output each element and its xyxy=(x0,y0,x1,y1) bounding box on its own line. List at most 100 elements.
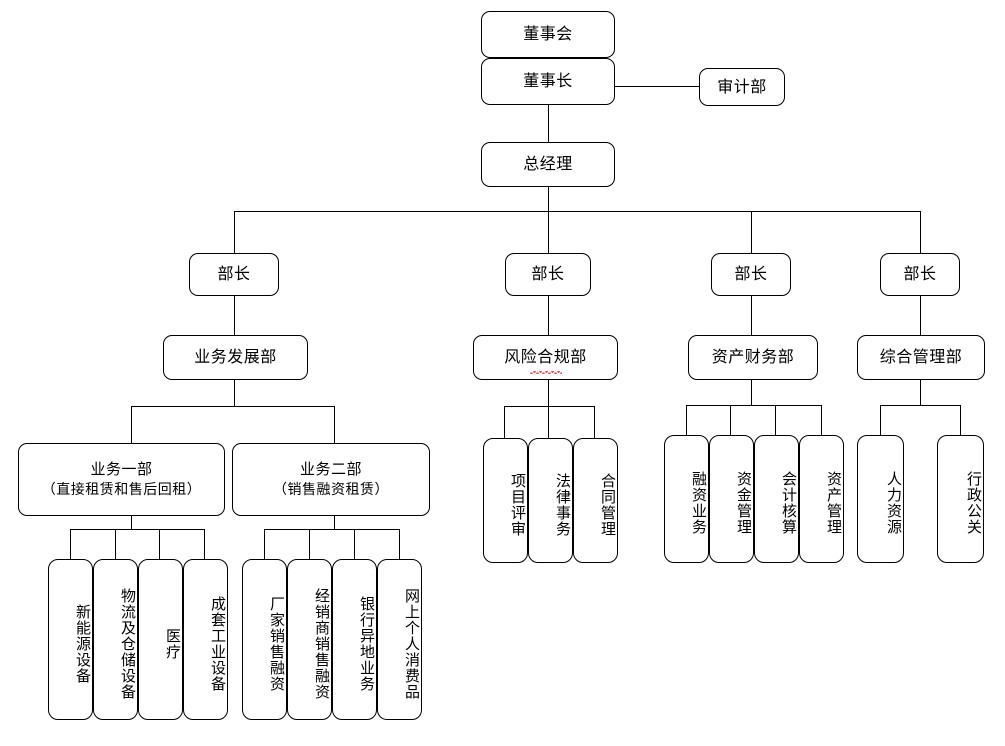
connector-bus-to-fc3 xyxy=(775,405,776,435)
connector-head3-to-dept xyxy=(751,296,752,335)
connector-bus-to-biz-unit-1 xyxy=(131,406,132,443)
node-leaf-manufacturer-sales-financing[interactable]: 厂家销售融资 xyxy=(242,559,287,720)
node-label: 人力资源 xyxy=(885,471,903,535)
connector-head4-to-dept xyxy=(920,296,921,335)
connector-bus-to-b2c2 xyxy=(309,529,310,559)
node-label: 医疗 xyxy=(164,627,182,660)
node-label: 资金管理 xyxy=(735,471,753,535)
node-leaf-legal-affairs[interactable]: 法律事务 xyxy=(528,438,573,563)
node-department-business-development[interactable]: 业务发展部 xyxy=(163,335,308,380)
connector-bus-to-b1c1 xyxy=(70,529,71,559)
connector-gm-to-bus xyxy=(548,187,549,211)
node-leaf-dealer-sales-financing[interactable]: 经销商销售融资 xyxy=(287,559,332,720)
bus-biz-unit-2-children xyxy=(264,529,399,530)
node-label: 总经理 xyxy=(523,154,573,174)
connector-finance-down xyxy=(751,380,752,405)
connector-bus-to-b1c3 xyxy=(159,529,160,559)
node-department-asset-finance[interactable]: 资产财务部 xyxy=(688,335,818,380)
spellcheck-underline xyxy=(530,371,562,374)
node-head-general[interactable]: 部长 xyxy=(880,253,960,296)
connector-general-down xyxy=(920,380,921,405)
node-leaf-accounting[interactable]: 会计核算 xyxy=(754,435,799,563)
node-leaf-project-review[interactable]: 项目评审 xyxy=(483,438,528,563)
main-bus-line xyxy=(234,211,920,212)
connector-bus-to-biz-unit-2 xyxy=(334,406,335,443)
node-label: 网上个人消费品 xyxy=(403,587,421,700)
node-label: 成套工业设备 xyxy=(209,595,227,692)
node-label: 董事会 xyxy=(523,24,573,44)
node-label: 业务二部 xyxy=(299,459,362,478)
connector-bus-to-b1c2 xyxy=(115,529,116,559)
connector-bus-to-head-2 xyxy=(548,211,549,253)
bus-finance-children xyxy=(686,405,821,406)
node-leaf-medical[interactable]: 医疗 xyxy=(138,559,183,720)
node-label: 会计核算 xyxy=(780,471,798,535)
node-label: 审计部 xyxy=(717,76,767,96)
node-leaf-contract-management[interactable]: 合同管理 xyxy=(573,438,618,563)
connector-bus-to-b2c3 xyxy=(354,529,355,559)
node-leaf-fund-management[interactable]: 资金管理 xyxy=(709,435,754,563)
node-leaf-logistics-warehouse-equipment[interactable]: 物流及仓储设备 xyxy=(93,559,138,720)
connector-biz-unit-1-down xyxy=(131,516,132,529)
node-label: 合同管理 xyxy=(599,472,617,537)
connector-bus-to-head-3 xyxy=(751,211,752,253)
node-label: 综合管理部 xyxy=(879,347,963,367)
node-label: 物流及仓储设备 xyxy=(119,587,137,700)
node-chairman[interactable]: 董事长 xyxy=(481,58,615,105)
connector-bus-to-fc2 xyxy=(730,405,731,435)
bus-general-children xyxy=(880,405,960,406)
connector-bus-to-head-1 xyxy=(234,211,235,253)
node-leaf-asset-management[interactable]: 资产管理 xyxy=(799,435,844,563)
node-label: 部长 xyxy=(903,264,937,284)
connector-bus-to-rc1 xyxy=(504,406,505,438)
connector-bizdev-down xyxy=(234,380,235,406)
connector-bus-to-b1c4 xyxy=(204,529,205,559)
connector-risk-down xyxy=(548,380,549,406)
node-label: 新能源设备 xyxy=(74,603,92,684)
node-label: 资产管理 xyxy=(825,471,843,535)
node-label: 法律事务 xyxy=(554,472,572,537)
connector-bus-to-fc4 xyxy=(821,405,822,435)
connector-chairman-to-gm xyxy=(548,105,549,142)
node-label: 董事长 xyxy=(523,71,573,91)
node-leaf-new-energy-equipment[interactable]: 新能源设备 xyxy=(48,559,93,720)
node-head-business[interactable]: 部长 xyxy=(189,253,279,296)
bus-bizdev-children xyxy=(131,406,334,407)
node-label: 业务一部 xyxy=(90,459,153,478)
bus-biz-unit-1-children xyxy=(70,529,204,530)
node-head-risk[interactable]: 部长 xyxy=(505,253,591,296)
node-label: 部长 xyxy=(531,264,565,284)
node-leaf-financing-business[interactable]: 融资业务 xyxy=(664,435,709,563)
node-label: 项目评审 xyxy=(509,472,527,537)
node-label: 业务发展部 xyxy=(194,347,277,367)
node-business-unit-2[interactable]: 业务二部 （销售融资租赁） xyxy=(232,443,430,516)
node-leaf-online-personal-consumer-goods[interactable]: 网上个人消费品 xyxy=(377,559,422,720)
node-leaf-administration-public-relations[interactable]: 行政公关 xyxy=(937,435,984,563)
connector-head2-to-dept xyxy=(548,296,549,335)
node-department-general-management[interactable]: 综合管理部 xyxy=(857,335,985,380)
node-label: 风险合规部 xyxy=(504,347,587,367)
node-label: 融资业务 xyxy=(690,471,708,535)
node-label: 银行异地业务 xyxy=(358,595,376,692)
node-board-of-directors[interactable]: 董事会 xyxy=(481,11,615,58)
node-head-finance[interactable]: 部长 xyxy=(711,253,791,296)
connector-bus-to-rc2 xyxy=(548,406,549,438)
node-sublabel: （直接租赁和售后回租） xyxy=(41,482,202,499)
node-general-manager[interactable]: 总经理 xyxy=(481,142,615,187)
bus-risk-children xyxy=(504,406,594,407)
connector-head1-to-dept xyxy=(234,296,235,335)
connector-bus-to-b2c1 xyxy=(264,529,265,559)
node-business-unit-1[interactable]: 业务一部 （直接租赁和售后回租） xyxy=(18,443,225,516)
node-label: 行政公关 xyxy=(965,471,983,535)
node-leaf-human-resources[interactable]: 人力资源 xyxy=(857,435,904,563)
node-audit-department[interactable]: 审计部 xyxy=(699,68,785,106)
connector-bus-to-head-4 xyxy=(920,211,921,253)
connector-bus-to-gc2 xyxy=(960,405,961,435)
node-sublabel: （销售融资租赁） xyxy=(273,482,389,499)
node-label: 部长 xyxy=(734,264,768,284)
node-label: 资产财务部 xyxy=(711,347,795,367)
node-leaf-complete-industrial-equipment[interactable]: 成套工业设备 xyxy=(183,559,228,720)
connector-bus-to-b2c4 xyxy=(399,529,400,559)
node-leaf-bank-remote-business[interactable]: 银行异地业务 xyxy=(332,559,377,720)
